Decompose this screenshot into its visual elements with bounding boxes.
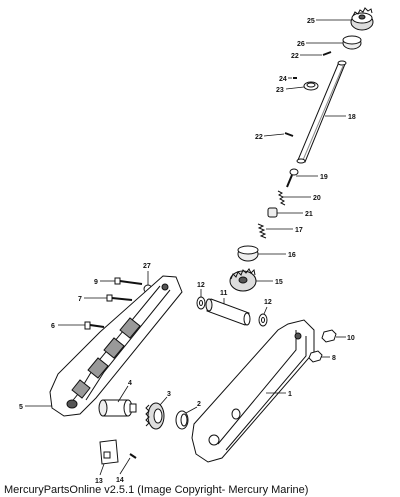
part-23-bushing <box>303 81 319 91</box>
part-12-washer-right <box>258 313 268 327</box>
part-4-spacer <box>98 399 137 417</box>
callout-5: 5 <box>19 404 23 411</box>
callout-12-left: 12 <box>197 282 205 289</box>
callout-27: 27 <box>143 263 151 270</box>
callout-13: 13 <box>95 478 103 485</box>
callout-3: 3 <box>167 391 171 398</box>
part-15-bevel-gear <box>229 268 257 292</box>
callout-20: 20 <box>313 195 321 202</box>
part-22-pin-lower <box>284 132 294 137</box>
callout-15: 15 <box>275 279 283 286</box>
callout-1: 1 <box>288 391 292 398</box>
callout-16: 16 <box>288 252 296 259</box>
part-17-spring <box>257 223 267 239</box>
callout-9: 9 <box>94 279 98 286</box>
callout-8: 8 <box>332 355 336 362</box>
callout-10: 10 <box>347 335 355 342</box>
part-6-bolt <box>84 321 105 330</box>
callout-22-lower: 22 <box>255 134 263 141</box>
part-18-shaft <box>296 60 347 164</box>
part-5-bracket <box>49 275 183 417</box>
callout-24: 24 <box>279 76 287 83</box>
callout-4: 4 <box>128 380 132 387</box>
part-7-bolt <box>106 294 133 302</box>
leader-lines <box>25 19 352 476</box>
callout-7: 7 <box>78 296 82 303</box>
part-12-washer-left <box>196 296 206 310</box>
callout-22-top: 22 <box>291 53 299 60</box>
part-13-block <box>99 439 119 465</box>
callout-17: 17 <box>295 227 303 234</box>
callout-25: 25 <box>307 18 315 25</box>
callout-2: 2 <box>197 401 201 408</box>
callout-14: 14 <box>116 477 124 484</box>
callout-23: 23 <box>276 87 284 94</box>
part-16-cap <box>237 245 259 262</box>
part-10-nut <box>321 329 337 343</box>
part-8-nut <box>308 350 323 363</box>
part-14-pin <box>129 453 137 459</box>
callout-11: 11 <box>220 290 228 297</box>
part-26-cap <box>342 35 362 50</box>
part-19-bolt <box>286 168 299 188</box>
part-20-spring <box>277 190 286 206</box>
callout-12-right: 12 <box>264 299 272 306</box>
part-9-bolt <box>114 277 143 285</box>
part-11-tube <box>205 298 251 326</box>
callout-26: 26 <box>297 41 305 48</box>
part-2-bushing <box>175 410 189 430</box>
part-3-gear <box>145 402 165 430</box>
part-1-arm <box>191 319 315 463</box>
callout-18: 18 <box>348 114 356 121</box>
callout-21: 21 <box>305 211 313 218</box>
part-25-gear <box>350 7 374 31</box>
callout-19: 19 <box>320 174 328 181</box>
copyright-footer: MercuryPartsOnline v2.5.1 (Image Copyrig… <box>4 484 309 496</box>
part-21-collar <box>267 207 278 218</box>
part-22-pin-top <box>322 51 332 56</box>
callout-labels: 25 26 22 24 23 18 22 19 20 21 17 16 15 2… <box>19 18 356 485</box>
callout-6: 6 <box>51 323 55 330</box>
